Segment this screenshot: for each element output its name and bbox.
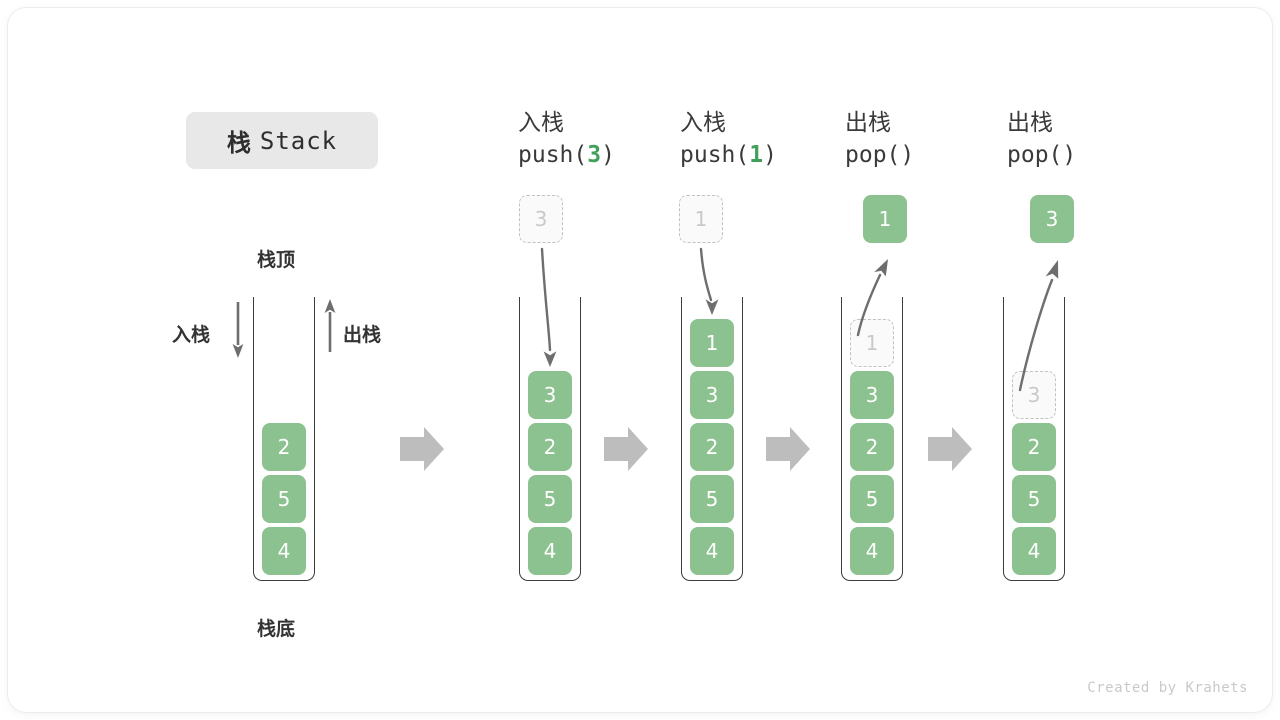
stack-cell: 4 — [1012, 527, 1056, 575]
push-side-label: 入栈 — [172, 324, 211, 346]
stack-cell: 4 — [850, 527, 894, 575]
floating-element-pop-2: 3 — [1030, 195, 1074, 243]
column-header-op: 入栈 — [680, 110, 726, 136]
floating-element-push-1: 1 — [679, 195, 723, 243]
call-arg: 3 — [587, 141, 602, 168]
call-pre: push( — [680, 141, 750, 168]
pop-side-label: 出栈 — [343, 324, 382, 346]
stack-container-push-1 — [681, 297, 743, 581]
stack-cell: 2 — [1012, 423, 1056, 471]
column-header-op: 出栈 — [1007, 110, 1053, 136]
column-header-pop-1: 出栈 pop() — [845, 108, 1045, 171]
column-header-call: push(1) — [680, 140, 880, 172]
floating-element-pop-1: 1 — [863, 195, 907, 243]
stack-cell: 2 — [850, 423, 894, 471]
call-post: ) — [900, 141, 915, 168]
stack-cell: 2 — [690, 423, 734, 471]
call-pre: push( — [518, 141, 588, 168]
stack-cell: 2 — [262, 423, 306, 471]
stack-bottom-label: 栈底 — [257, 618, 296, 640]
column-header-push-1: 入栈 push(1) — [680, 108, 880, 171]
stack-cell: 4 — [690, 527, 734, 575]
stack-cell: 4 — [262, 527, 306, 575]
call-post: ) — [1062, 141, 1077, 168]
stack-cell: 3 — [850, 371, 894, 419]
page-title-latin: Stack — [259, 126, 338, 155]
stack-cell: 5 — [850, 475, 894, 523]
stack-cell: 3 — [528, 371, 572, 419]
stack-cell: 5 — [1012, 475, 1056, 523]
credit-text: Created by Krahets — [1087, 680, 1248, 696]
stack-cell-ghost: 1 — [850, 319, 894, 367]
stack-cell: 5 — [262, 475, 306, 523]
stack-cell: 4 — [528, 527, 572, 575]
call-arg: 1 — [749, 141, 764, 168]
call-pre: pop( — [1007, 141, 1063, 168]
stack-container-pop-2 — [1003, 297, 1065, 581]
stack-top-label: 栈顶 — [257, 249, 296, 271]
call-post: ) — [763, 141, 777, 168]
stack-cell: 5 — [690, 475, 734, 523]
call-pre: pop( — [845, 141, 901, 168]
stack-container-initial — [253, 297, 315, 581]
stack-cell: 5 — [528, 475, 572, 523]
floating-element-push-3: 3 — [519, 195, 563, 243]
column-header-call: pop() — [845, 140, 1045, 172]
column-header-call: pop() — [1007, 140, 1207, 172]
stack-cell: 1 — [690, 319, 734, 367]
column-header-op: 入栈 — [518, 110, 564, 136]
stack-container-pop-1 — [841, 297, 903, 581]
stack-cell: 3 — [690, 371, 734, 419]
stack-container-push-3 — [519, 297, 581, 581]
column-header-call: push(3) — [518, 140, 718, 172]
page-title-cjk: 栈 — [226, 129, 252, 157]
call-post: ) — [601, 141, 615, 168]
column-header-push-3: 入栈 push(3) — [518, 108, 718, 171]
stack-cell-ghost: 3 — [1012, 371, 1056, 419]
column-header-pop-2: 出栈 pop() — [1007, 108, 1207, 171]
column-header-op: 出栈 — [845, 110, 891, 136]
stack-cell: 2 — [528, 423, 572, 471]
